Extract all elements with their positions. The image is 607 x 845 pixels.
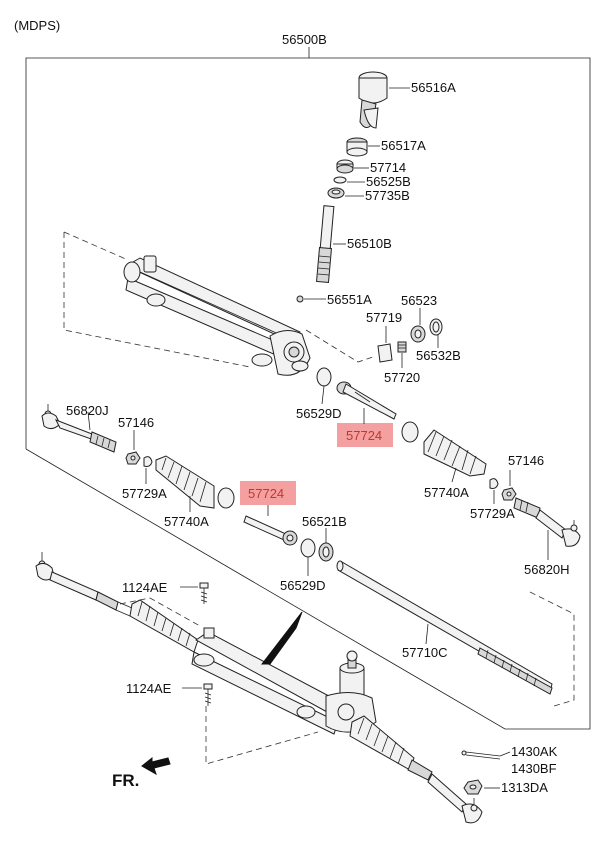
label-56523: 56523	[401, 293, 437, 308]
part-57724-top[interactable]	[336, 381, 397, 420]
direction-wedge	[260, 611, 303, 665]
part-57729a-left[interactable]	[143, 456, 153, 467]
label-56820h: 56820H	[524, 562, 570, 577]
part-57735b[interactable]	[327, 187, 345, 199]
assembled-steering-gear[interactable]	[35, 552, 483, 824]
assembly-box-outline	[25, 57, 591, 730]
part-56517a[interactable]	[346, 137, 368, 157]
label-57740a-left: 57740A	[164, 514, 209, 529]
label-56532b: 56532B	[416, 348, 461, 363]
label-57724-top: 57724	[346, 428, 382, 443]
label-56820j: 56820J	[66, 403, 109, 418]
label-57719: 57719	[366, 310, 402, 325]
part-56529d-top[interactable]	[316, 367, 332, 387]
highlight-57724-mid	[240, 481, 296, 505]
part-56516a[interactable]	[358, 71, 388, 129]
label-56551a: 56551A	[327, 292, 372, 307]
part-57710c[interactable]	[336, 560, 553, 695]
part-1430ak[interactable]	[461, 750, 501, 760]
label-57740a-right: 57740A	[424, 485, 469, 500]
rack-dashed-outline	[63, 231, 129, 261]
part-1313da[interactable]	[463, 779, 483, 795]
part-57720[interactable]	[397, 341, 407, 353]
label-57729a-right: 57729A	[470, 506, 515, 521]
label-57146-left: 57146	[118, 415, 154, 430]
part-56820h[interactable]	[513, 497, 581, 547]
part-57714[interactable]	[336, 159, 354, 174]
part-57719[interactable]	[377, 343, 393, 363]
label-56517a: 56517A	[381, 138, 426, 153]
part-57724-mid[interactable]	[243, 515, 298, 546]
variant-label: (MDPS)	[14, 18, 60, 33]
part-1124ae-top[interactable]	[199, 582, 209, 604]
label-56510b: 56510B	[347, 236, 392, 251]
part-56529d-mid[interactable]	[300, 538, 316, 558]
label-1430bf: 1430BF	[511, 761, 557, 776]
part-57146-right[interactable]	[501, 487, 517, 501]
label-1313da: 1313DA	[501, 780, 548, 795]
part-ring-left[interactable]	[217, 487, 235, 509]
part-1124ae-bottom[interactable]	[203, 683, 213, 706]
label-1124ae-bottom: 1124AE	[126, 681, 172, 696]
label-56529d-mid: 56529D	[280, 578, 326, 593]
label-1430ak: 1430AK	[511, 744, 558, 759]
part-56521b[interactable]	[318, 542, 334, 562]
part-ring-right[interactable]	[401, 421, 419, 443]
label-57724-mid: 57724	[248, 486, 284, 501]
part-57729a-right[interactable]	[489, 478, 499, 489]
label-57720: 57720	[384, 370, 420, 385]
part-56820j[interactable]	[41, 404, 117, 453]
assembly-label: 56500B	[282, 32, 327, 47]
label-57714: 57714	[370, 160, 406, 175]
label-56516a: 56516A	[411, 80, 456, 95]
label-57146-right: 57146	[508, 453, 544, 468]
label-1124ae-top: 1124AE	[122, 580, 168, 595]
label-56525b: 56525B	[366, 174, 411, 189]
part-56510b[interactable]	[315, 205, 335, 283]
rack-housing-upper[interactable]	[123, 255, 311, 376]
part-56523[interactable]	[410, 325, 426, 343]
part-56551a[interactable]	[296, 295, 304, 303]
label-56529d-top: 56529D	[296, 406, 342, 421]
highlight-57724-top	[337, 423, 393, 447]
part-57740a-left[interactable]	[155, 455, 215, 509]
part-56532b[interactable]	[429, 318, 443, 336]
label-56521b: 56521B	[302, 514, 347, 529]
label-57729a-left: 57729A	[122, 486, 167, 501]
part-56525b[interactable]	[333, 176, 347, 184]
label-57735b: 57735B	[365, 188, 410, 203]
front-label: FR.	[112, 771, 139, 790]
part-57740a-right[interactable]	[423, 429, 487, 477]
arrow-left-icon	[141, 756, 171, 776]
part-57146-left[interactable]	[125, 451, 141, 465]
label-57710c: 57710C	[402, 645, 448, 660]
